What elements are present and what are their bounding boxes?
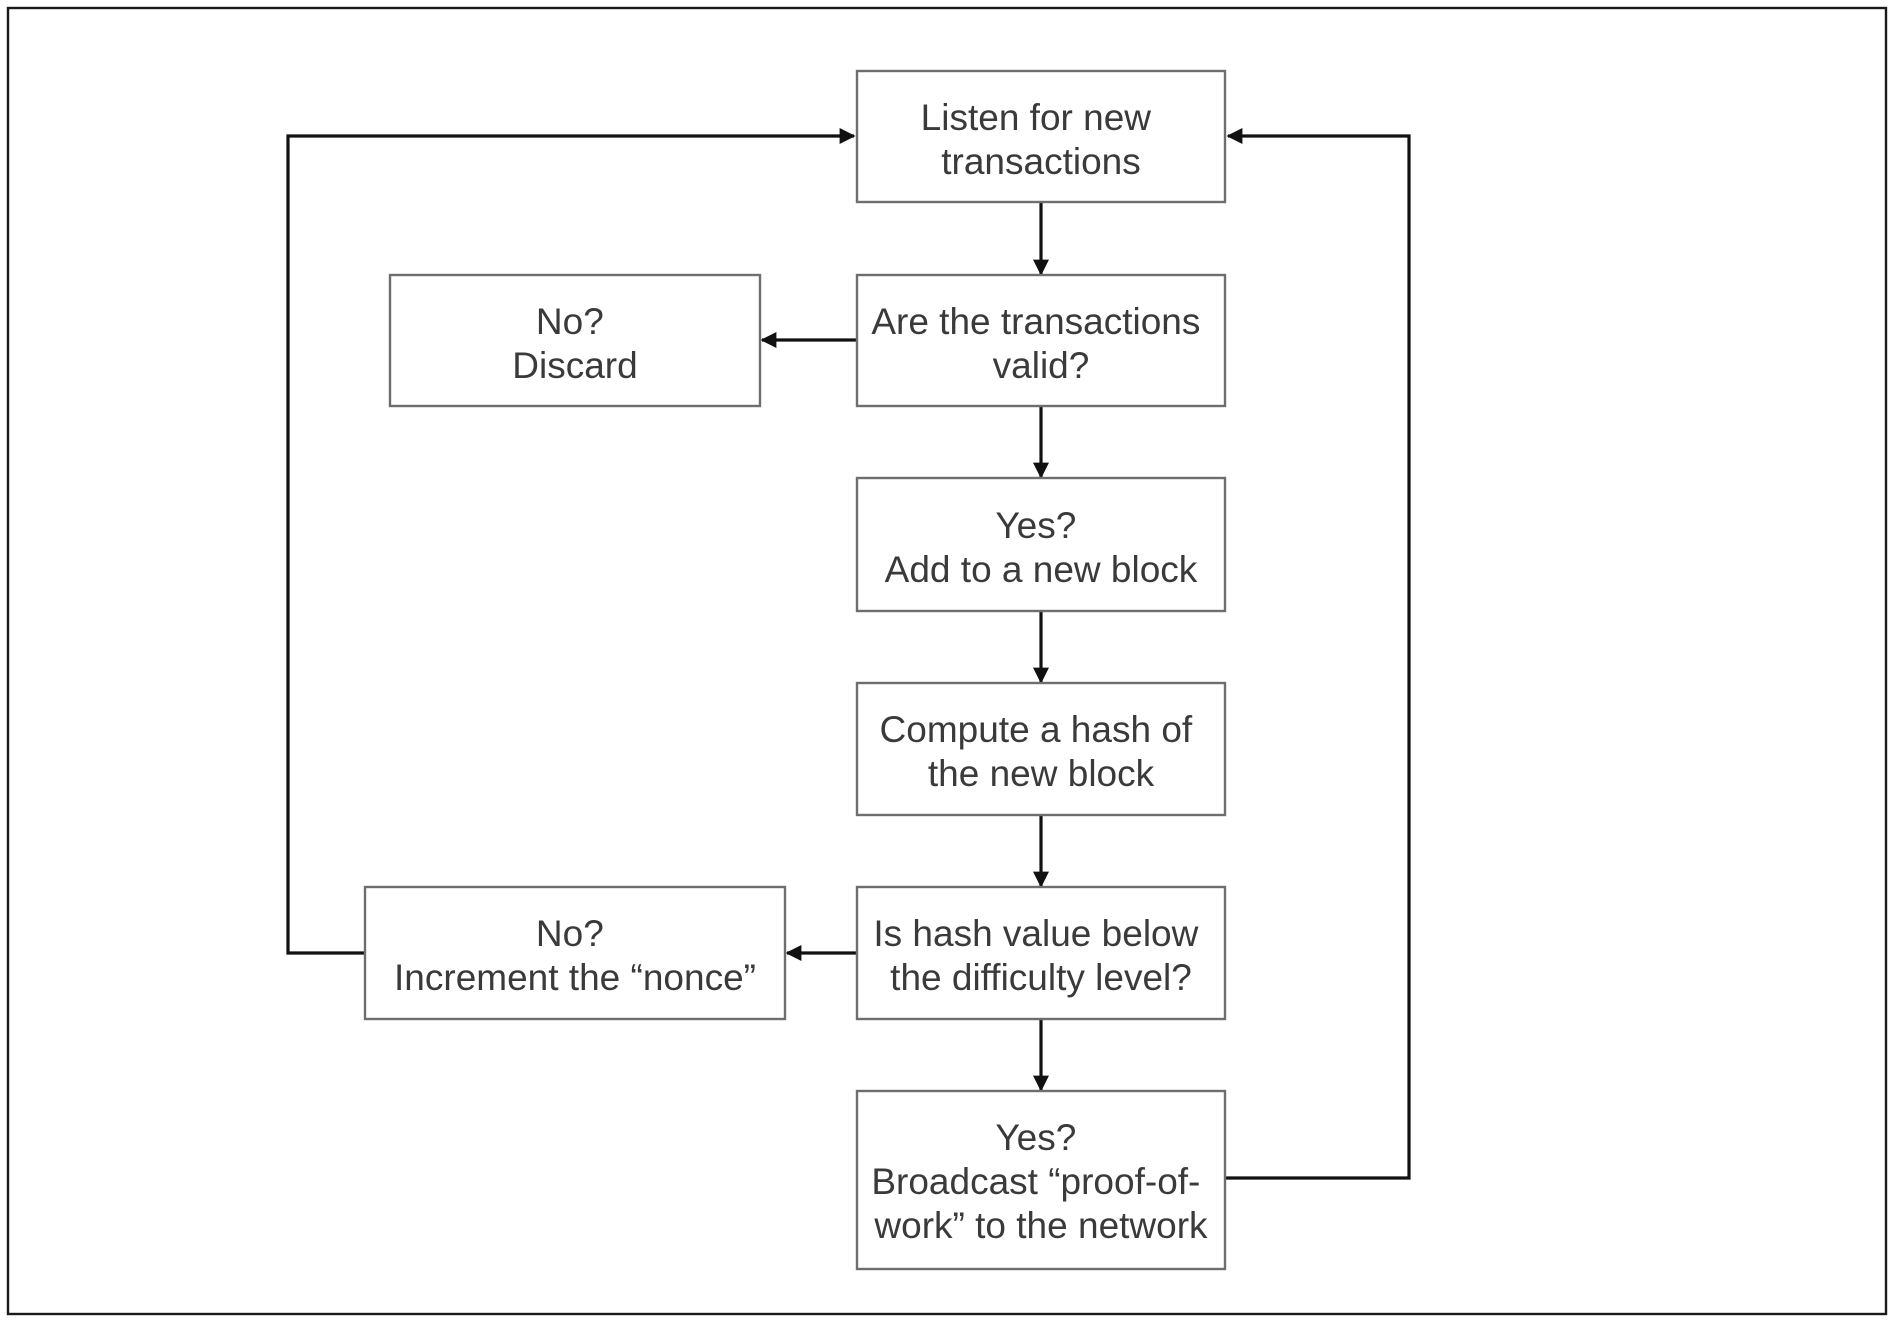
node-broadcast: Yes? Broadcast “proof-of- work” to the n…: [855, 1089, 1227, 1271]
node-discard-line-2: Discard: [512, 345, 637, 386]
outer-frame: [6, 6, 1888, 1316]
node-valid: Are the transactions valid?: [855, 273, 1227, 408]
node-check-hash-line-2: the difficulty level?: [890, 957, 1192, 998]
edge-increment-nonce-to-listen: [286, 128, 856, 955]
node-discard: No? Discard: [388, 273, 762, 408]
node-discard-line-1: No?: [536, 301, 604, 342]
node-check-hash-line-1: Is hash value below: [873, 913, 1198, 954]
node-listen-line-2: transactions: [941, 141, 1141, 182]
node-compute-hash-box: [855, 681, 1227, 817]
node-check-hash: Is hash value below the difficulty level…: [855, 885, 1227, 1021]
node-increment-nonce-box: [363, 885, 787, 1021]
node-broadcast-line-3: work” to the network: [873, 1205, 1208, 1246]
svg-text:Are the transactions val: Are the transactions valid?: [871, 301, 1210, 386]
node-valid-box: [855, 273, 1227, 408]
edge-broadcast-to-listen: [1225, 128, 1411, 1180]
svg-text:No? Increment the “nonce: No? Increment the “nonce”: [394, 913, 756, 998]
node-add-block-line-2: Add to a new block: [885, 549, 1198, 590]
svg-text:Listen for new transacti: Listen for new transactions: [921, 97, 1162, 182]
node-compute-hash-line-1: Compute a hash of: [880, 709, 1193, 750]
svg-text:Yes? Add to a new block: Yes? Add to a new block: [885, 505, 1198, 590]
svg-text:Compute a hash of the ne: Compute a hash of the new block: [880, 709, 1203, 794]
node-increment-nonce-line-1: No?: [536, 913, 604, 954]
node-increment-nonce-line-2: Increment the “nonce”: [394, 957, 756, 998]
node-broadcast-box: [855, 1089, 1227, 1271]
node-add-block: Yes? Add to a new block: [855, 476, 1227, 613]
node-broadcast-line-2: Broadcast “proof-of-: [871, 1161, 1200, 1202]
node-listen-line-1: Listen for new: [921, 97, 1152, 138]
node-listen-box: [855, 69, 1227, 204]
node-compute-hash-line-2: the new block: [928, 753, 1155, 794]
node-check-hash-box: [855, 885, 1227, 1021]
node-add-block-line-1: Yes?: [995, 505, 1076, 546]
edges: [286, 128, 1411, 1180]
node-add-block-box: [855, 476, 1227, 613]
svg-text:Yes? Broadcast “proof-of: Yes? Broadcast “proof-of- work” to the n…: [871, 1117, 1210, 1246]
node-valid-line-1: Are the transactions: [871, 301, 1200, 342]
node-listen: Listen for new transactions: [855, 69, 1227, 204]
svg-text:No? Discard: No? Discard: [512, 301, 637, 386]
node-broadcast-line-1: Yes?: [995, 1117, 1076, 1158]
node-discard-box: [388, 273, 762, 408]
node-valid-line-2: valid?: [993, 345, 1090, 386]
node-increment-nonce: No? Increment the “nonce”: [363, 885, 787, 1021]
node-compute-hash: Compute a hash of the new block: [855, 681, 1227, 817]
svg-text:Is hash value below the: Is hash value below the difficulty level…: [873, 913, 1208, 998]
